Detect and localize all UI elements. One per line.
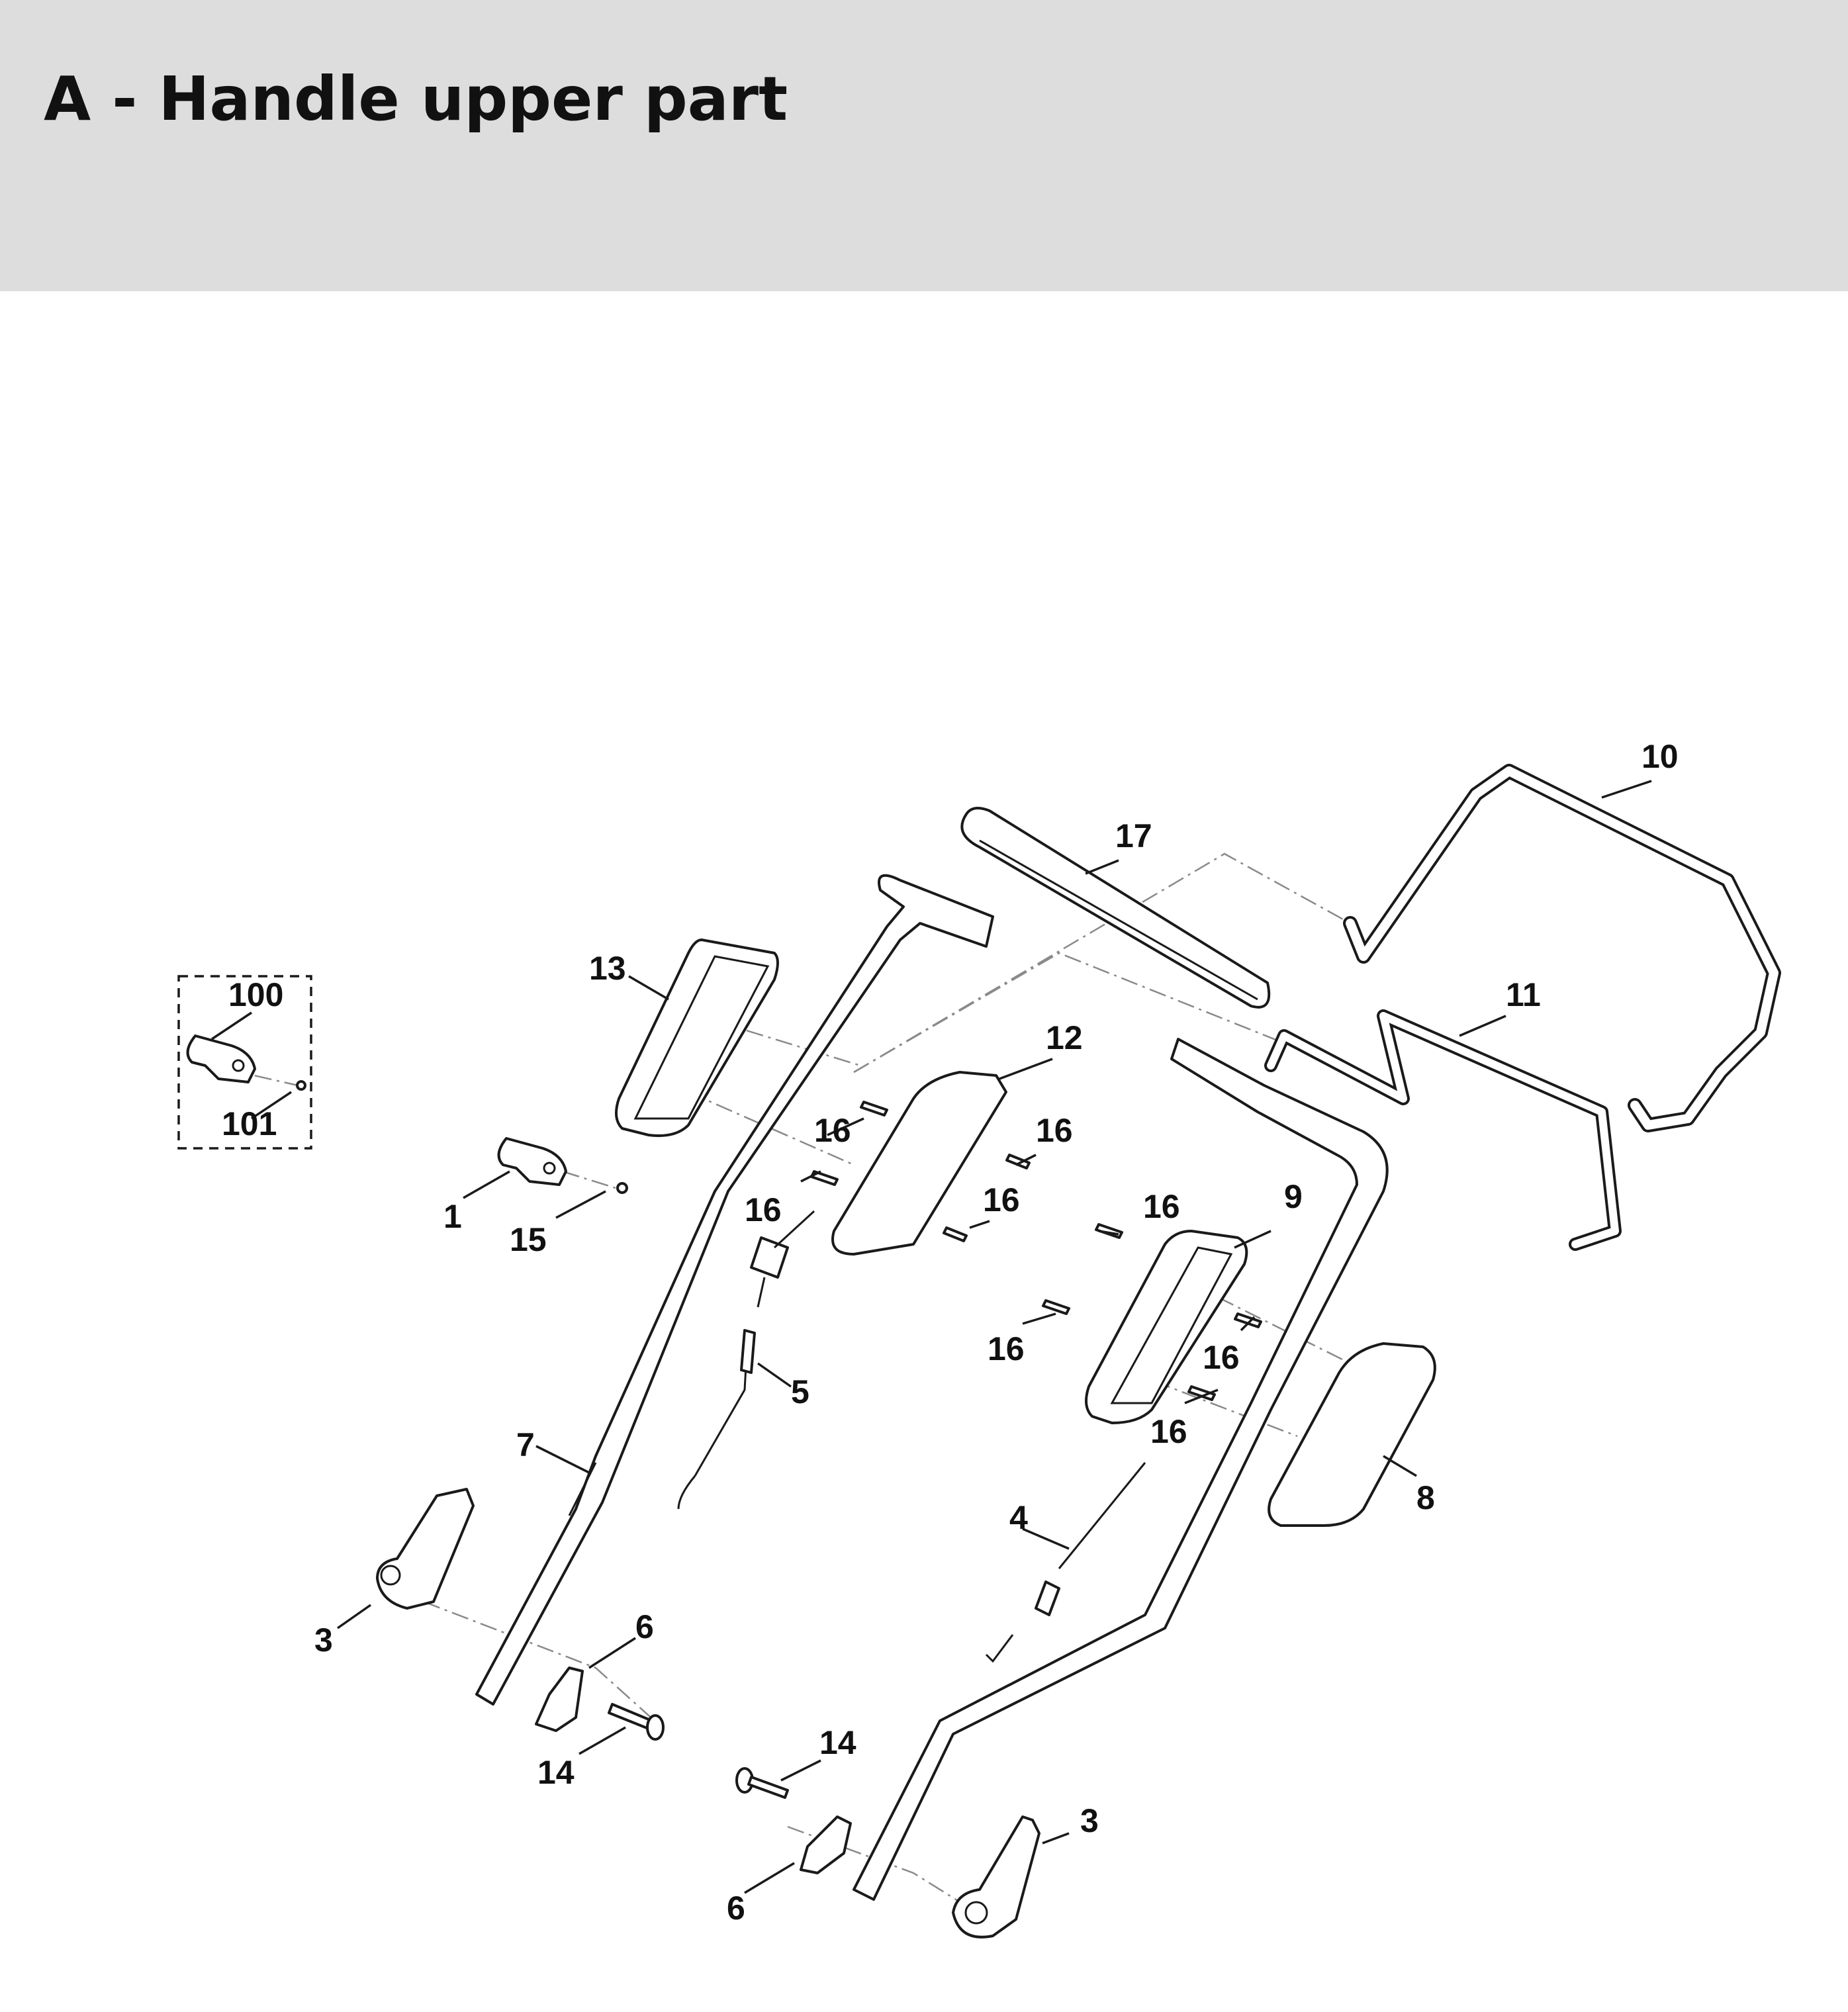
screws <box>296 1080 1262 1401</box>
part-7-handle-tube-left <box>475 874 994 1706</box>
label-6a: 6 <box>635 1608 654 1645</box>
label-11: 11 <box>1506 976 1541 1013</box>
part-8-cover <box>1268 1342 1436 1527</box>
part-10-bail-bar <box>1343 764 1781 1132</box>
label-9: 9 <box>1284 1178 1303 1215</box>
header-banner: A - Handle upper part <box>0 0 1848 291</box>
part-4-cable <box>985 1462 1146 1663</box>
label-3a: 3 <box>314 1622 333 1659</box>
label-14b: 14 <box>537 1754 575 1791</box>
page-title: A - Handle upper part <box>44 64 788 134</box>
label-16f: 16 <box>988 1330 1025 1367</box>
part-100-clamp <box>186 1034 256 1083</box>
part-9-cover <box>1085 1230 1248 1424</box>
part-13-cover-left <box>615 938 779 1137</box>
label-16d: 16 <box>983 1181 1020 1218</box>
label-4: 4 <box>1009 1499 1028 1536</box>
label-16e: 16 <box>1143 1188 1180 1225</box>
label-16b: 16 <box>1036 1112 1073 1149</box>
part-14-bolt-upper <box>608 1703 665 1741</box>
label-6b: 6 <box>727 1890 745 1927</box>
label-7: 7 <box>516 1426 535 1463</box>
label-16a: 16 <box>814 1112 851 1149</box>
part-6-grommet-right <box>800 1815 852 1874</box>
label-17: 17 <box>1115 817 1152 854</box>
label-3b: 3 <box>1080 1802 1099 1839</box>
label-13: 13 <box>589 950 626 987</box>
part-3-handle-clamp-right <box>952 1815 1040 1939</box>
callout-labels: 10 17 13 100 101 11 12 16 16 16 16 16 16… <box>222 738 1679 1927</box>
part-11-bail-bar <box>1264 1009 1622 1251</box>
optional-part-box <box>177 975 312 1150</box>
label-8: 8 <box>1416 1479 1435 1516</box>
alignment-lines <box>224 852 1351 1907</box>
part-5-cable <box>677 1210 815 1510</box>
leader-lines <box>211 780 1652 1894</box>
part-3-handle-clamp-left <box>376 1488 475 1610</box>
label-5: 5 <box>791 1373 809 1410</box>
part-6-grommet-left <box>535 1667 584 1732</box>
part-12-cover-right <box>831 1071 1007 1256</box>
part-7-handle-tube-right <box>853 1038 1389 1901</box>
label-16c: 16 <box>745 1191 782 1228</box>
label-1: 1 <box>443 1198 462 1235</box>
label-101: 101 <box>222 1105 277 1142</box>
part-17-handle-grip <box>960 807 1271 1009</box>
part-1-clamp <box>497 1137 567 1186</box>
label-16h: 16 <box>1150 1413 1187 1450</box>
part-14-bolt-lower <box>735 1767 789 1799</box>
label-100: 100 <box>228 976 283 1013</box>
label-14a: 14 <box>819 1724 856 1761</box>
label-16g: 16 <box>1203 1339 1240 1376</box>
label-15: 15 <box>510 1221 547 1258</box>
label-12: 12 <box>1046 1019 1083 1056</box>
label-10: 10 <box>1641 738 1679 775</box>
